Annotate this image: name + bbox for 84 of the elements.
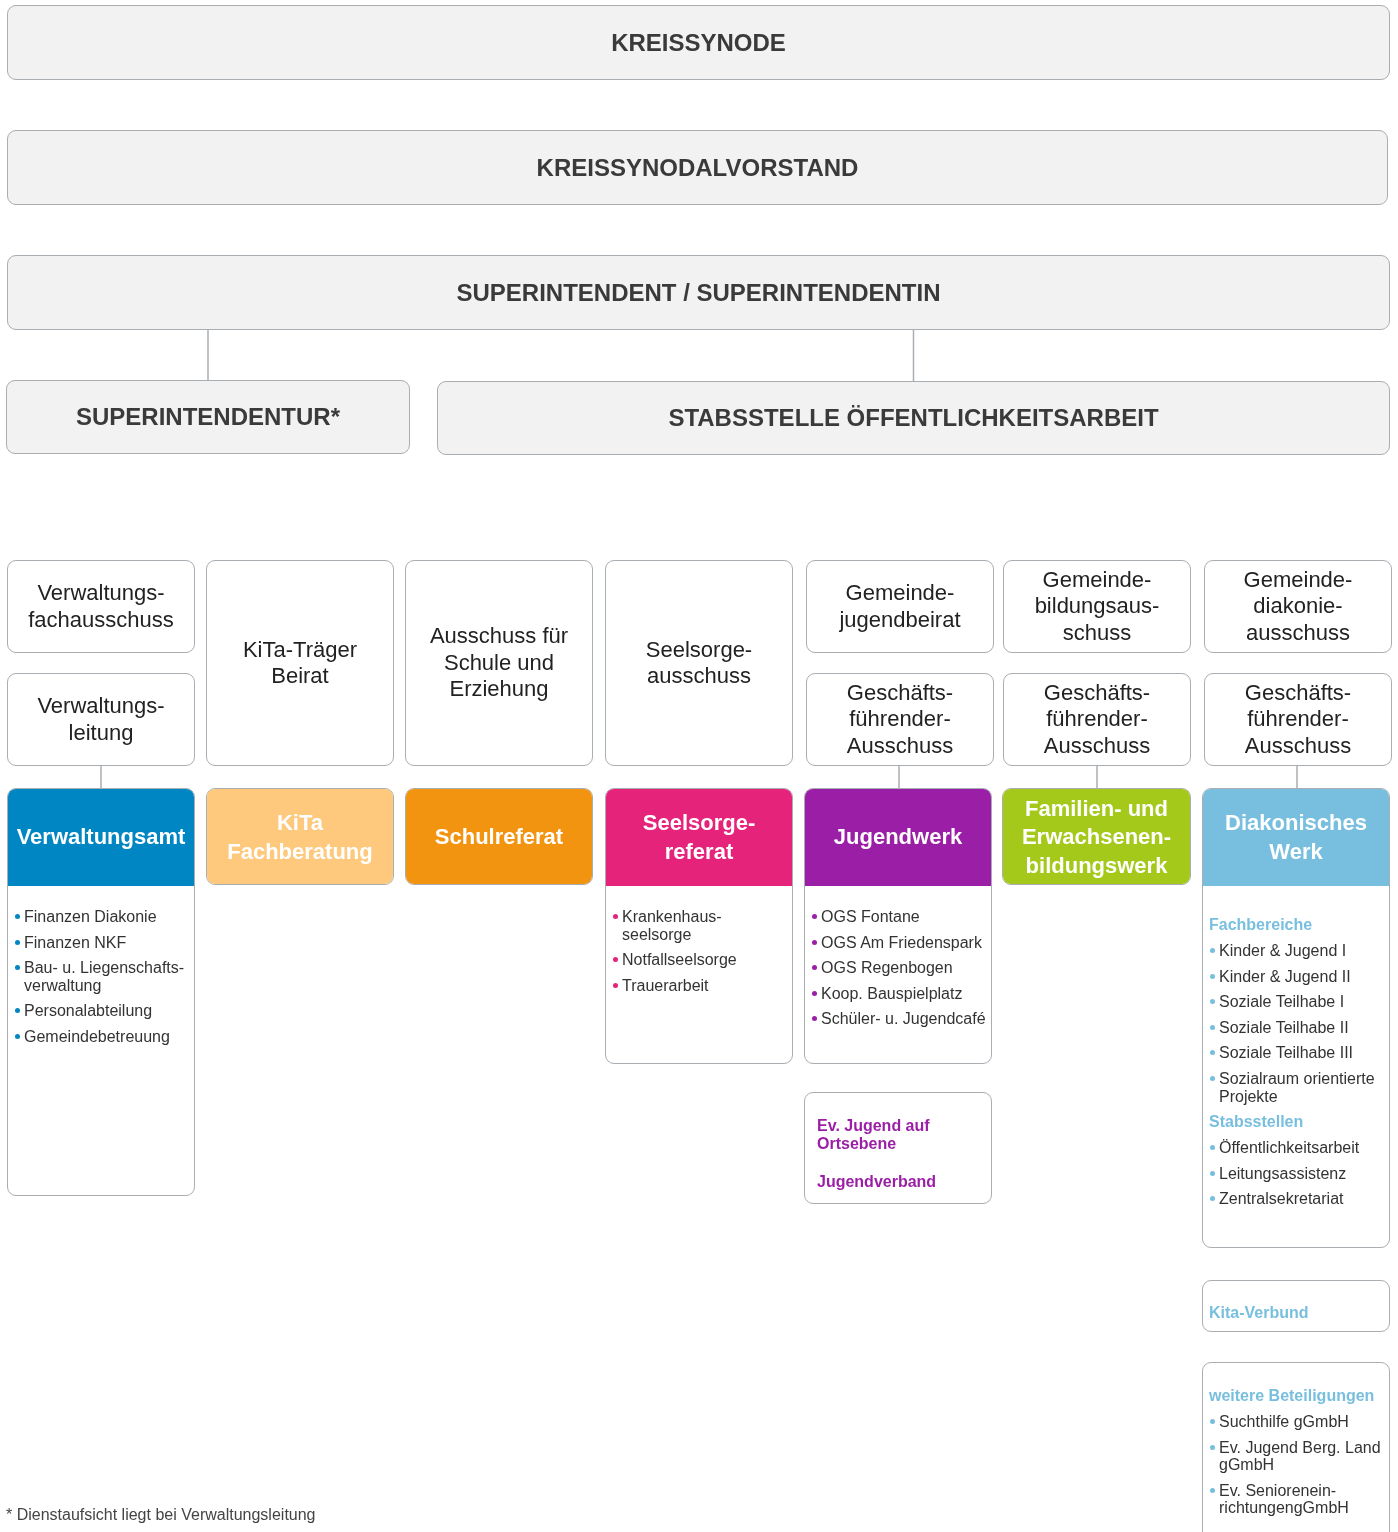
connector-line	[912, 329, 915, 382]
list-item: Kinder & Jugend II	[1209, 967, 1385, 986]
committee-name: Seelsorge- ausschuss	[644, 636, 754, 690]
box-title: KREISSYNODE	[611, 28, 786, 57]
list-item: Personalabteilung	[14, 1002, 190, 1020]
connector-line	[1096, 765, 1098, 789]
box-title: SUPERINTENDENTUR*	[76, 403, 340, 431]
committee-name: Gemeinde- bildungsaus- schuss	[1033, 566, 1161, 647]
committee-name: Ausschuss für Schule und Erziehung	[428, 623, 570, 703]
list-item: Leitungsassistenz	[1209, 1164, 1385, 1183]
department-card	[804, 788, 992, 1064]
committee-box	[605, 560, 793, 766]
box-title: SUPERINTENDENT / SUPERINTENDENTIN	[456, 278, 941, 307]
info-card	[1202, 1280, 1390, 1332]
list-item: Trauerarbeit	[612, 976, 788, 995]
list-item: Bau- u. Liegenschafts- verwaltung	[14, 959, 190, 995]
org-box	[7, 255, 1390, 330]
department-card	[7, 788, 195, 1196]
list-item: Zentralsekretariat	[1209, 1190, 1385, 1208]
list-item: Finanzen Diakonie	[14, 908, 190, 926]
committee-name: Geschäfts- führender- Ausschuss	[1243, 679, 1353, 760]
committee-box	[405, 560, 593, 766]
org-box	[7, 130, 1388, 205]
info-card	[804, 1092, 992, 1204]
list-item: Gemeindebetreuung	[14, 1027, 190, 1046]
list-item: Sozialraum orientierte Projekte	[1209, 1069, 1385, 1106]
list-item: OGS Am Friedenspark	[811, 933, 987, 952]
committee-box	[7, 673, 195, 766]
department-header: Jugendwerk	[805, 789, 991, 886]
department-header: Seelsorge- referat	[606, 789, 792, 886]
connector-line	[100, 765, 102, 789]
list-item: Ev. Seniorenein- richtungengGmbH	[1209, 1481, 1385, 1517]
list-item: Soziale Teilhabe II	[1209, 1018, 1385, 1037]
department-header: Schulreferat	[406, 789, 592, 884]
committee-box	[1003, 560, 1191, 653]
list-item: OGS Fontane	[811, 908, 987, 926]
list-item: Öffentlichkeitsarbeit	[1209, 1139, 1385, 1157]
list-item: Koop. Bauspielplatz	[811, 984, 987, 1003]
list-heading: Stabsstellen	[1209, 1113, 1305, 1132]
connector-line	[898, 765, 900, 789]
org-box	[6, 380, 410, 454]
list-item: Ev. Jugend Berg. Land gGmbH	[1209, 1438, 1385, 1474]
department-header: Diakonisches Werk	[1203, 789, 1389, 886]
list-item: Soziale Teilhabe I	[1209, 993, 1385, 1011]
box-title: KREISSYNODALVORSTAND	[536, 153, 859, 182]
committee-box	[206, 560, 394, 766]
department-card	[605, 788, 793, 1064]
list-heading: Fachbereiche	[1209, 916, 1314, 934]
list-heading: weitere Beteiligungen	[1209, 1387, 1376, 1405]
connector-line	[1296, 765, 1298, 789]
committee-name: KiTa-Träger Beirat	[241, 636, 359, 690]
list-item: Finanzen NKF	[14, 933, 190, 952]
department-card	[1202, 788, 1390, 1248]
list-item: Soziale Teilhabe III	[1209, 1044, 1385, 1062]
org-box	[437, 381, 1390, 455]
committee-box	[806, 560, 994, 653]
connector-line	[207, 329, 209, 381]
committee-box	[7, 560, 195, 653]
list-item: Suchthilfe gGmbH	[1209, 1413, 1385, 1431]
list-item: Notfallseelsorge	[612, 951, 788, 969]
committee-name: Gemeinde- diakonie- ausschuss	[1242, 566, 1354, 647]
committee-box	[1204, 673, 1392, 766]
committee-box	[1204, 560, 1392, 653]
committee-box	[806, 673, 994, 766]
department-header: Familien- und Erwachsenen- bildungswerk	[1003, 789, 1190, 884]
list-item: Kinder & Jugend I	[1209, 942, 1385, 960]
list-heading: Kita-Verbund	[1209, 1304, 1310, 1322]
list-item: Schüler- u. Jugendcafé	[811, 1010, 987, 1028]
list-heading: Ev. Jugend auf Ortsebene	[817, 1117, 931, 1153]
org-box	[7, 5, 1390, 80]
committee-name: Verwaltungs- fachausschuss	[27, 580, 175, 633]
department-header: KiTa Fachberatung	[207, 789, 393, 884]
committee-name: Geschäfts- führender- Ausschuss	[1042, 679, 1152, 760]
department-header: Verwaltungsamt	[8, 789, 194, 886]
committee-name: Geschäfts- führender- Ausschuss	[845, 679, 955, 760]
list-heading: Jugendverband	[817, 1173, 938, 1191]
committee-box	[1003, 673, 1191, 766]
box-title: STABSSTELLE ÖFFENTLICHKEITSARBEIT	[668, 404, 1159, 432]
info-card	[1202, 1362, 1390, 1532]
committee-name: Verwaltungs- leitung	[36, 693, 166, 746]
committee-name: Gemeinde- jugendbeirat	[838, 580, 962, 633]
footnote: * Dienstaufsicht liegt bei Verwaltungsleitung	[6, 1506, 316, 1524]
list-item: Krankenhaus- seelsorge	[612, 908, 788, 944]
list-item: OGS Regenbogen	[811, 959, 987, 977]
